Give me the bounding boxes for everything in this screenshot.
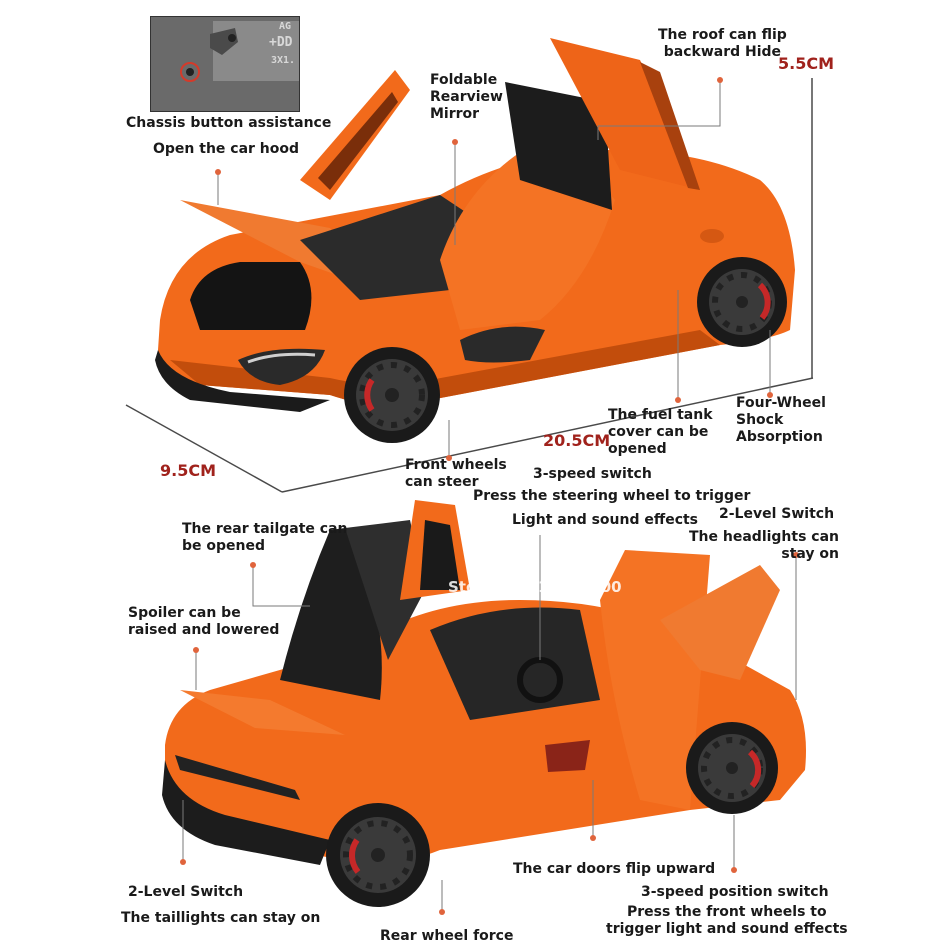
label-chassis-button: Chassis button assistance <box>126 115 332 131</box>
bottom-car-taillight <box>175 755 300 800</box>
label-rear-tailgate: The rear tailgate can be opened <box>182 521 348 554</box>
top-leader-lines <box>215 77 773 461</box>
bottom-car-rear-diffuser <box>162 760 330 865</box>
label-headlights-stay: The headlights can stay on <box>689 529 840 562</box>
top-rear-wheel <box>697 257 787 347</box>
inset-engraving-3: 3X1. <box>271 55 296 66</box>
top-car-sill <box>170 330 720 407</box>
dimension-length: 20.5CM <box>543 431 611 450</box>
width-dimension-line <box>125 404 283 493</box>
inset-screw <box>228 34 236 42</box>
store-watermark: Store No.912543800 <box>448 578 622 596</box>
bottom-car-tailgate-inner <box>345 520 425 660</box>
label-roof-flip: The roof can flip backward Hide <box>658 27 787 60</box>
top-car-splitter <box>155 350 330 412</box>
top-car-drl <box>247 352 316 364</box>
label-open-hood: Open the car hood <box>153 141 300 157</box>
label-front-wheels-steer: Front wheels can steer <box>405 457 507 490</box>
chassis-button-highlight <box>180 62 200 82</box>
label-spoiler: Spoiler can be raised and lowered <box>128 605 280 638</box>
bottom-car-seat <box>545 740 590 772</box>
label-fuel-tank: The fuel tank cover can be opened <box>608 407 713 457</box>
label-foldable-mirror: Foldable Rearview Mirror <box>430 72 503 122</box>
bottom-rear-wheel <box>326 803 430 907</box>
bottom-car-tailgate <box>280 528 382 700</box>
bottom-car-left-door-glass <box>420 520 460 590</box>
label-light-sound: Light and sound effects <box>512 512 699 528</box>
label-press-front-wheels: Press the front wheels to trigger light … <box>606 904 848 937</box>
top-car-left-door-inner <box>318 92 398 190</box>
bottom-car-hood <box>660 565 780 680</box>
bottom-leader-lines <box>180 535 799 915</box>
top-car <box>155 38 795 443</box>
top-car-roof-panel <box>505 82 612 210</box>
bottom-car <box>162 500 806 907</box>
inset-engraving-1: AG <box>279 21 292 32</box>
bottom-front-wheel <box>686 722 778 814</box>
dimension-width: 9.5CM <box>160 461 217 480</box>
top-car-frunk <box>190 262 312 330</box>
dimension-height: 5.5CM <box>778 54 835 73</box>
bottom-car-spoiler <box>180 690 345 735</box>
top-car-windshield <box>300 195 470 300</box>
label-doors-flip: The car doors flip upward <box>513 861 716 877</box>
inset-engraving-2: +DD <box>269 35 293 50</box>
top-car-fuel-cap <box>700 229 724 243</box>
chassis-button <box>186 68 194 76</box>
label-four-wheel-shock: Four-Wheel Shock Absorption <box>736 395 826 445</box>
label-three-speed-switch: 3-speed switch <box>533 466 652 482</box>
top-car-side-intake <box>460 326 545 363</box>
length-dimension-line <box>281 377 814 493</box>
label-rear-wheel-force: Rear wheel force <box>380 928 514 944</box>
label-two-level-switch-bottom: 2-Level Switch <box>128 884 244 900</box>
label-two-level-switch-top: 2-Level Switch <box>719 506 835 522</box>
label-taillights-stay: The taillights can stay on <box>121 910 321 926</box>
top-front-wheel <box>344 347 440 443</box>
top-car-rear-buttress <box>550 38 700 190</box>
label-press-steering: Press the steering wheel to trigger <box>473 488 751 504</box>
label-three-speed-position: 3-speed position switch <box>641 884 829 900</box>
